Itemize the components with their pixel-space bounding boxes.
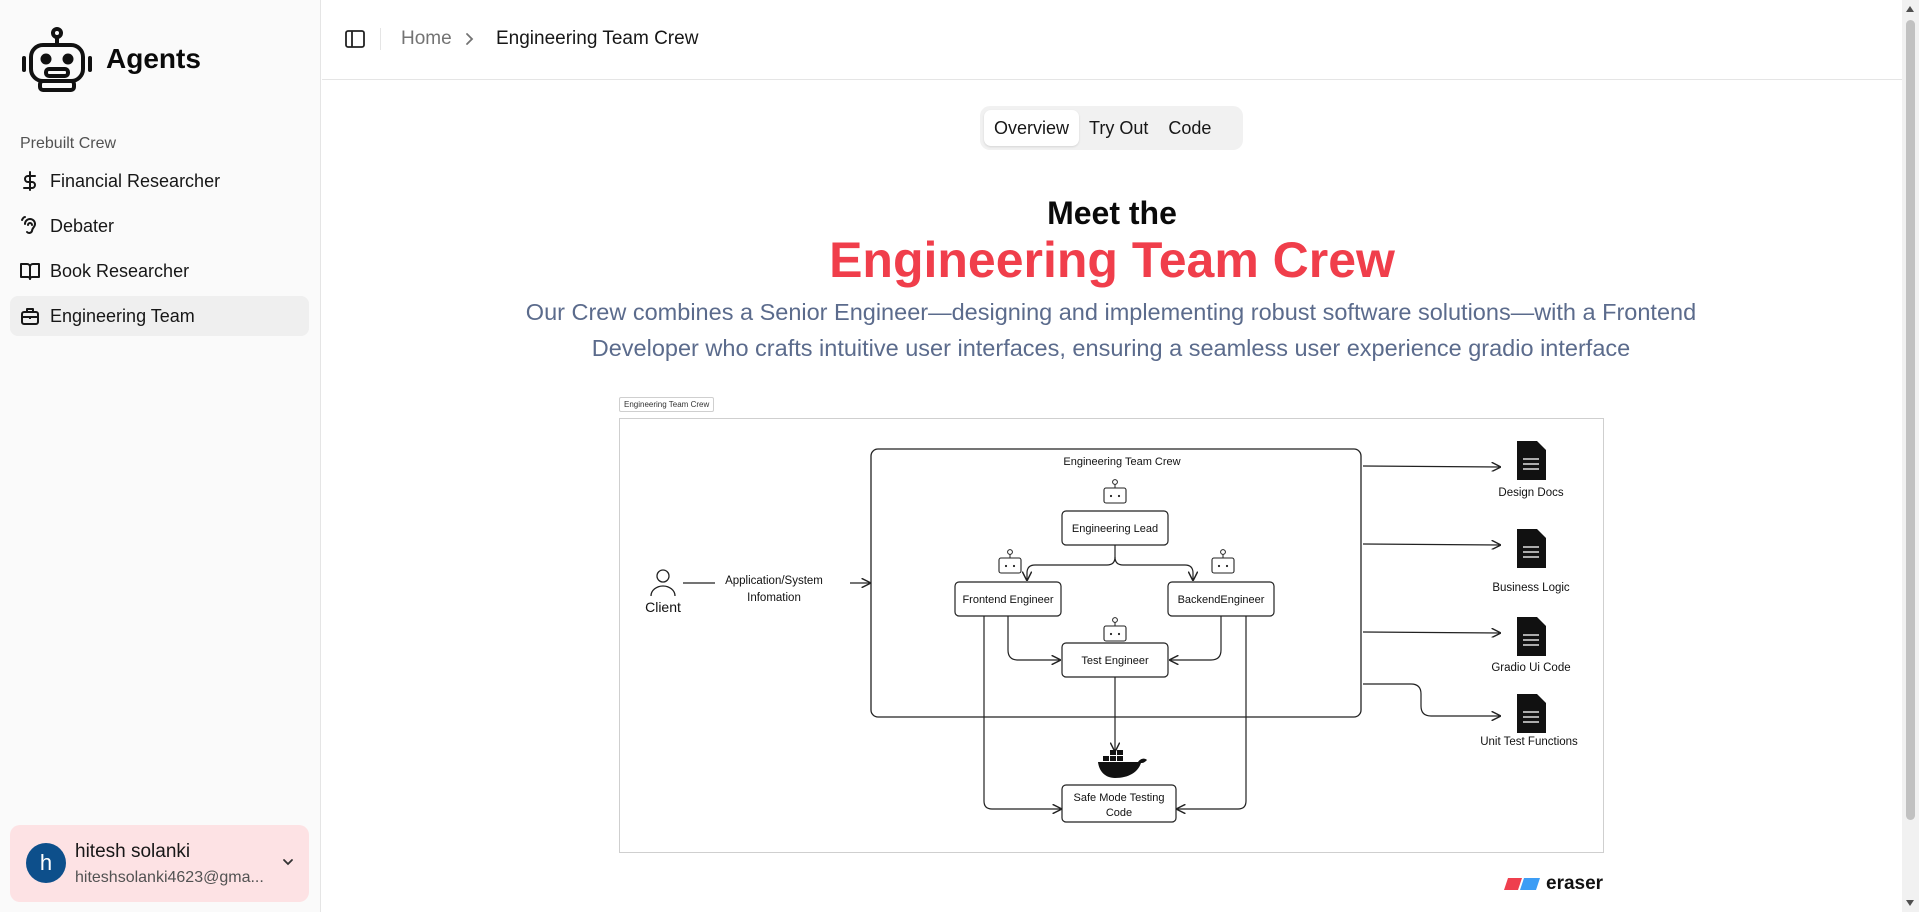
- scroll-thumb[interactable]: [1906, 20, 1915, 820]
- breadcrumb-home[interactable]: Home: [401, 28, 452, 49]
- eraser-icon: [1504, 878, 1540, 890]
- output-label: Design Docs: [1498, 487, 1563, 499]
- document-icon: [1516, 440, 1547, 481]
- eraser-wordmark: eraser: [1546, 873, 1604, 894]
- sidebar: Agents Prebuilt Crew Financial Researche…: [0, 0, 321, 912]
- page-scrollbar[interactable]: [1902, 0, 1919, 912]
- hero-kicker: Meet the: [1047, 195, 1177, 231]
- output-label: Gradio Ui Code: [1491, 662, 1570, 674]
- sidebar-item-book-researcher[interactable]: Book Researcher: [10, 251, 309, 291]
- input-label: Infomation: [747, 592, 801, 604]
- dollar-icon: [20, 171, 40, 191]
- document-icon: [1516, 616, 1547, 657]
- divider: [380, 28, 381, 50]
- output-label: Business Logic: [1492, 582, 1570, 594]
- hero-description: Our Crew combines a Senior Engineer—desi…: [525, 299, 1697, 361]
- user-name: hitesh solanki: [75, 841, 191, 862]
- page-title: Engineering Team Crew: [829, 232, 1395, 288]
- group-label: Prebuilt Crew: [20, 135, 117, 152]
- ear-icon: [20, 216, 40, 236]
- view-tabs: Overview Try Out Code: [980, 106, 1243, 150]
- top-bar: Home Engineering Team Crew: [322, 0, 1902, 80]
- robot-icon: [22, 27, 92, 92]
- client-label: Client: [645, 599, 681, 615]
- node-label: Test Engineer: [1081, 655, 1149, 667]
- docker-icon: [1098, 750, 1147, 778]
- tab-try-out[interactable]: Try Out: [1089, 117, 1149, 138]
- breadcrumb-current: Engineering Team Crew: [496, 28, 699, 49]
- document-icon: [1516, 693, 1547, 734]
- architecture-diagram: Engineering Team Crew Client Application…: [619, 418, 1604, 853]
- book-open-icon: [20, 261, 40, 281]
- scroll-down-arrow[interactable]: [1906, 900, 1914, 906]
- client-icon: [650, 569, 676, 597]
- tab-code[interactable]: Code: [1168, 117, 1212, 138]
- input-label: Application/System: [725, 575, 823, 587]
- user-menu[interactable]: h hitesh solanki hiteshsolanki4623@gma..…: [10, 825, 309, 902]
- sidebar-item-financial-researcher[interactable]: Financial Researcher: [10, 161, 309, 201]
- sidebar-item-label: Engineering Team: [50, 305, 195, 326]
- crew-group-title: Engineering Team Crew: [1063, 456, 1180, 468]
- node-label: Engineering Lead: [1072, 523, 1158, 535]
- briefcase-icon: [20, 306, 40, 326]
- sidebar-item-debater[interactable]: Debater: [10, 206, 309, 246]
- chevron-right-icon: [466, 33, 474, 45]
- output-label: Unit Test Functions: [1480, 736, 1578, 748]
- document-icon: [1516, 528, 1547, 569]
- node-label: BackendEngineer: [1178, 594, 1265, 606]
- crew-group: [870, 448, 1362, 718]
- sidebar-item-engineering-team[interactable]: Engineering Team: [10, 296, 309, 336]
- node-safe-mode-testing: [1061, 784, 1177, 823]
- user-email: hiteshsolanki4623@gma...: [75, 869, 264, 886]
- avatar: h: [26, 843, 66, 883]
- sidebar-item-label: Debater: [50, 215, 115, 236]
- node-label: Safe Mode Testing: [1074, 792, 1165, 804]
- eraser-logo: eraser: [1504, 873, 1603, 895]
- diagram-tag: Engineering Team Crew: [619, 397, 715, 412]
- node-label: Code: [1106, 807, 1132, 819]
- scroll-up-arrow[interactable]: [1906, 6, 1914, 12]
- tab-overview[interactable]: Overview: [984, 110, 1080, 146]
- brand-title: Agents: [106, 43, 201, 74]
- brand[interactable]: Agents: [22, 26, 201, 92]
- sidebar-item-label: Book Researcher: [50, 260, 190, 281]
- sidebar-nav: Financial Researcher Debater Book Resear…: [10, 161, 309, 341]
- diagram-canvas: Engineering Team Crew Client Application…: [645, 440, 1578, 823]
- chevron-down-icon: [283, 859, 293, 866]
- sidebar-item-label: Financial Researcher: [50, 170, 221, 191]
- sidebar-toggle-icon[interactable]: [344, 28, 366, 50]
- node-label: Frontend Engineer: [962, 594, 1053, 606]
